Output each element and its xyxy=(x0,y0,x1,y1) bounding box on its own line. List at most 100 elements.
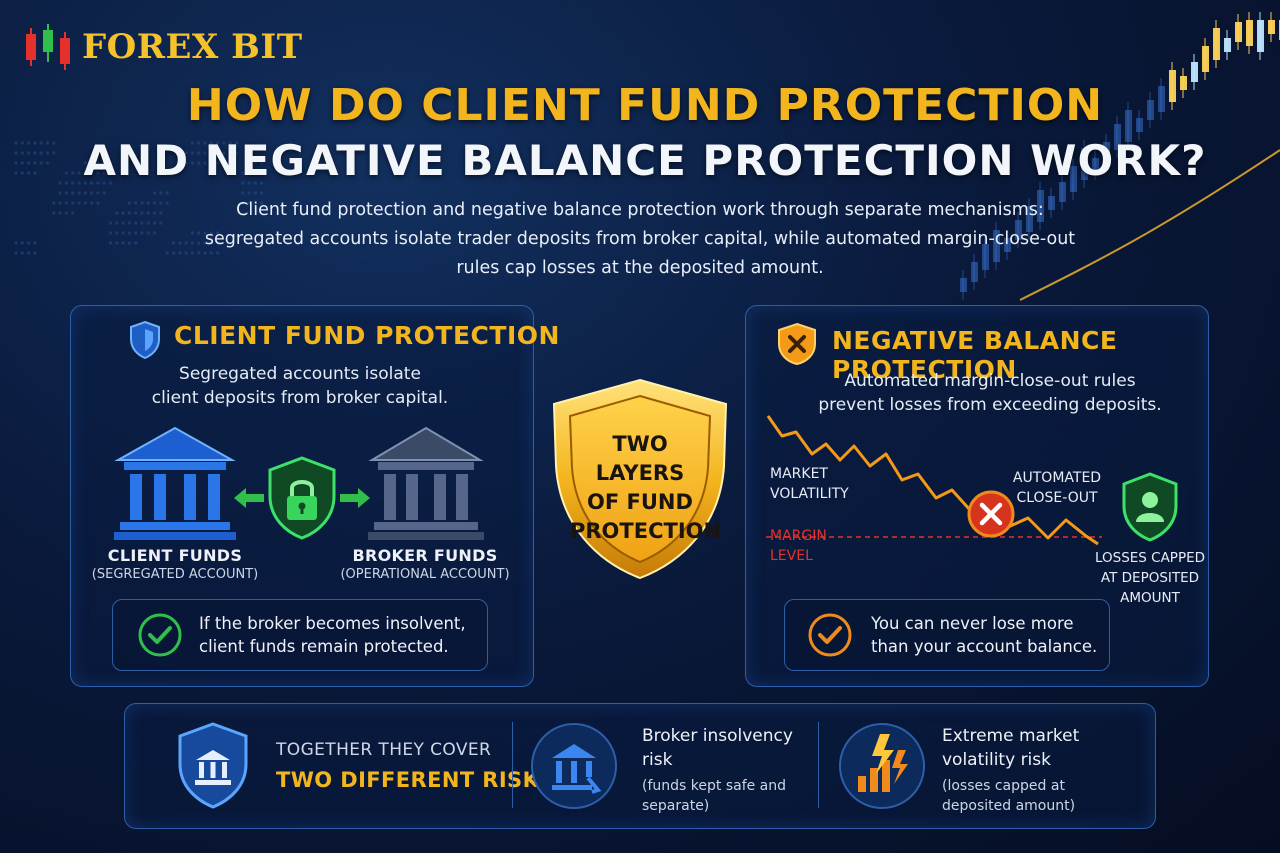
client-funds-caption: CLIENT FUNDS (SEGREGATED ACCOUNT) xyxy=(90,546,260,582)
map-dot xyxy=(140,231,144,235)
map-dot xyxy=(197,231,201,235)
map-dot xyxy=(90,191,94,195)
negative-balance-protection-subtitle: Automated margin-close-out rules prevent… xyxy=(790,369,1190,417)
map-dot xyxy=(102,181,106,185)
background-candle xyxy=(1114,124,1121,150)
shield-icon xyxy=(130,320,160,360)
map-dot xyxy=(33,141,37,145)
right-arrow-icon xyxy=(340,488,370,508)
map-dot xyxy=(71,201,75,205)
background-candle xyxy=(982,244,989,270)
map-dot xyxy=(134,241,138,245)
map-dot xyxy=(216,231,220,235)
subtitle-line: prevent losses from exceeding deposits. xyxy=(818,395,1162,415)
map-dot xyxy=(27,251,31,255)
map-dot xyxy=(222,151,226,155)
map-dot xyxy=(190,241,194,245)
map-dot xyxy=(115,211,119,215)
market-volatility-risk: Extreme market volatility risk (losses c… xyxy=(942,724,1079,816)
map-dot xyxy=(234,151,239,155)
label-line: CLOSE-OUT xyxy=(1016,490,1098,506)
background-candle xyxy=(993,230,1000,262)
map-dot xyxy=(115,221,119,225)
together-line2: TWO DIFFERENT RISKS: xyxy=(276,768,564,792)
map-dot xyxy=(216,251,220,255)
note-line: than your account balance. xyxy=(871,637,1098,656)
map-dot xyxy=(171,251,176,255)
map-dot xyxy=(197,241,201,245)
map-dot xyxy=(234,141,239,145)
map-dot xyxy=(159,201,163,205)
map-dot xyxy=(83,161,87,165)
map-dot xyxy=(90,161,94,165)
map-dot xyxy=(247,171,251,175)
background-candle xyxy=(1004,238,1011,252)
background-candle xyxy=(1070,166,1077,192)
map-dot xyxy=(14,251,18,255)
risk-detail-line: deposited amount) xyxy=(942,798,1076,814)
map-dot xyxy=(134,201,138,205)
background-candle xyxy=(1147,100,1154,120)
lightning-chart-icon xyxy=(839,723,925,809)
map-dot xyxy=(165,201,169,205)
map-dot xyxy=(184,251,188,255)
map-dot xyxy=(203,231,207,235)
map-dot xyxy=(127,231,131,235)
map-dot xyxy=(90,201,94,205)
close-out-x-icon xyxy=(967,490,1015,538)
risk-title-line: Extreme market xyxy=(942,726,1080,746)
shield-line: PROTECTION xyxy=(570,519,722,543)
orange-check-icon xyxy=(808,613,852,657)
map-dot xyxy=(121,221,125,225)
background-candle xyxy=(1092,158,1099,172)
map-dot xyxy=(45,151,50,155)
map-dot xyxy=(216,161,220,165)
map-dot xyxy=(108,221,113,225)
background-candle xyxy=(971,262,978,282)
insolvency-note: If the broker becomes insolvent, client … xyxy=(112,599,488,671)
map-dot xyxy=(102,191,106,195)
map-dot xyxy=(178,241,182,245)
intro-line: segregated accounts isolate trader depos… xyxy=(204,229,1076,249)
map-dot xyxy=(115,241,119,245)
background-candle xyxy=(1180,76,1187,90)
map-dot xyxy=(216,141,220,145)
map-dot xyxy=(203,151,207,155)
map-dot xyxy=(216,241,220,245)
map-dot xyxy=(184,151,188,155)
map-dot xyxy=(190,151,194,155)
background-candle xyxy=(1169,70,1176,102)
map-dot xyxy=(209,151,213,155)
green-check-icon xyxy=(138,613,182,657)
intro-line: rules cap losses at the deposited amount… xyxy=(456,258,824,278)
client-funds-sublabel: (SEGREGATED ACCOUNT) xyxy=(91,567,259,582)
map-dot xyxy=(197,141,201,145)
map-dot xyxy=(108,171,113,175)
label-line: LEVEL xyxy=(770,548,813,564)
background-candle xyxy=(1268,20,1275,34)
note-line: If the broker becomes insolvent, xyxy=(199,614,466,633)
map-dot xyxy=(146,231,150,235)
together-text: TOGETHER THEY COVER TWO DIFFERENT RISKS: xyxy=(276,740,564,792)
map-dot xyxy=(83,181,87,185)
map-dot xyxy=(64,201,68,205)
map-dot xyxy=(190,141,194,145)
intro-line: Client fund protection and negative bala… xyxy=(236,200,1044,220)
broker-insolvency-risk: Broker insolvency risk (funds kept safe … xyxy=(642,724,793,816)
losses-capped-label: LOSSES CAPPED AT DEPOSITED AMOUNT xyxy=(1090,548,1210,608)
background-candle xyxy=(1136,118,1143,132)
map-dot xyxy=(165,251,169,255)
background-candle xyxy=(1103,142,1110,162)
map-dot xyxy=(14,171,18,175)
map-dot xyxy=(146,221,150,225)
bank-shield-icon xyxy=(178,722,248,809)
negative-balance-protection-title: NEGATIVE BALANCE PROTECTION xyxy=(832,326,1118,384)
map-dot xyxy=(247,201,251,205)
map-dot xyxy=(20,161,24,165)
risk-detail-line: (losses capped at xyxy=(942,778,1065,794)
map-dot xyxy=(228,141,232,145)
map-dot xyxy=(83,171,87,175)
shield-line: OF FUND xyxy=(587,490,693,514)
padlock-shield-icon xyxy=(268,456,336,540)
map-dot xyxy=(146,211,150,215)
